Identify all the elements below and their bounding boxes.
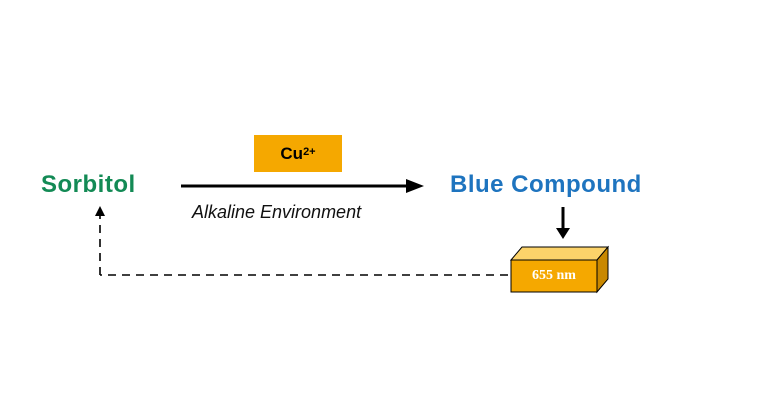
product-label: Blue Compound (450, 171, 642, 198)
catalyst-box-bg (254, 135, 342, 172)
wavelength-label: 655 nm (532, 268, 576, 283)
reaction-arrow (181, 179, 424, 193)
wavelength-box (509, 245, 610, 294)
feedback-dashed-arrow (95, 206, 508, 276)
catalyst-charge: 2+ (303, 145, 316, 158)
catalyst-base: Cu (280, 143, 304, 163)
reactant-label: Sorbitol (41, 171, 136, 198)
down-arrow (556, 207, 570, 239)
condition-label: Alkaline Environment (192, 202, 362, 222)
